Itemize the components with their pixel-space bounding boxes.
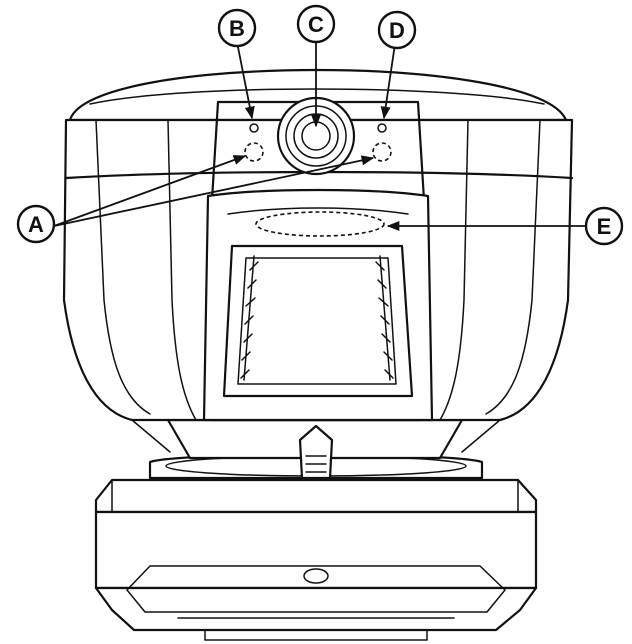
callout-d: D [377, 10, 417, 50]
callout-c-label: C [308, 12, 324, 37]
base-unit [94, 478, 538, 641]
callout-b: B [217, 8, 257, 48]
indicator-led-b [249, 123, 259, 133]
leader-lines [53, 41, 586, 232]
microphone-area [255, 211, 385, 237]
swivel-neck [148, 418, 484, 480]
base-screw-hole [303, 568, 329, 584]
callout-c: C [296, 4, 336, 44]
head-housing [62, 68, 574, 453]
callout-a-label: A [28, 212, 44, 237]
callout-b-label: B [229, 16, 245, 41]
callout-a: A [16, 204, 56, 244]
callout-e: E [584, 206, 624, 246]
callout-d-label: D [389, 18, 405, 43]
light-sensor-left [244, 142, 264, 162]
indicator-led-d [377, 123, 387, 133]
light-sensor-right [372, 142, 392, 162]
callout-e-label: E [597, 214, 612, 239]
